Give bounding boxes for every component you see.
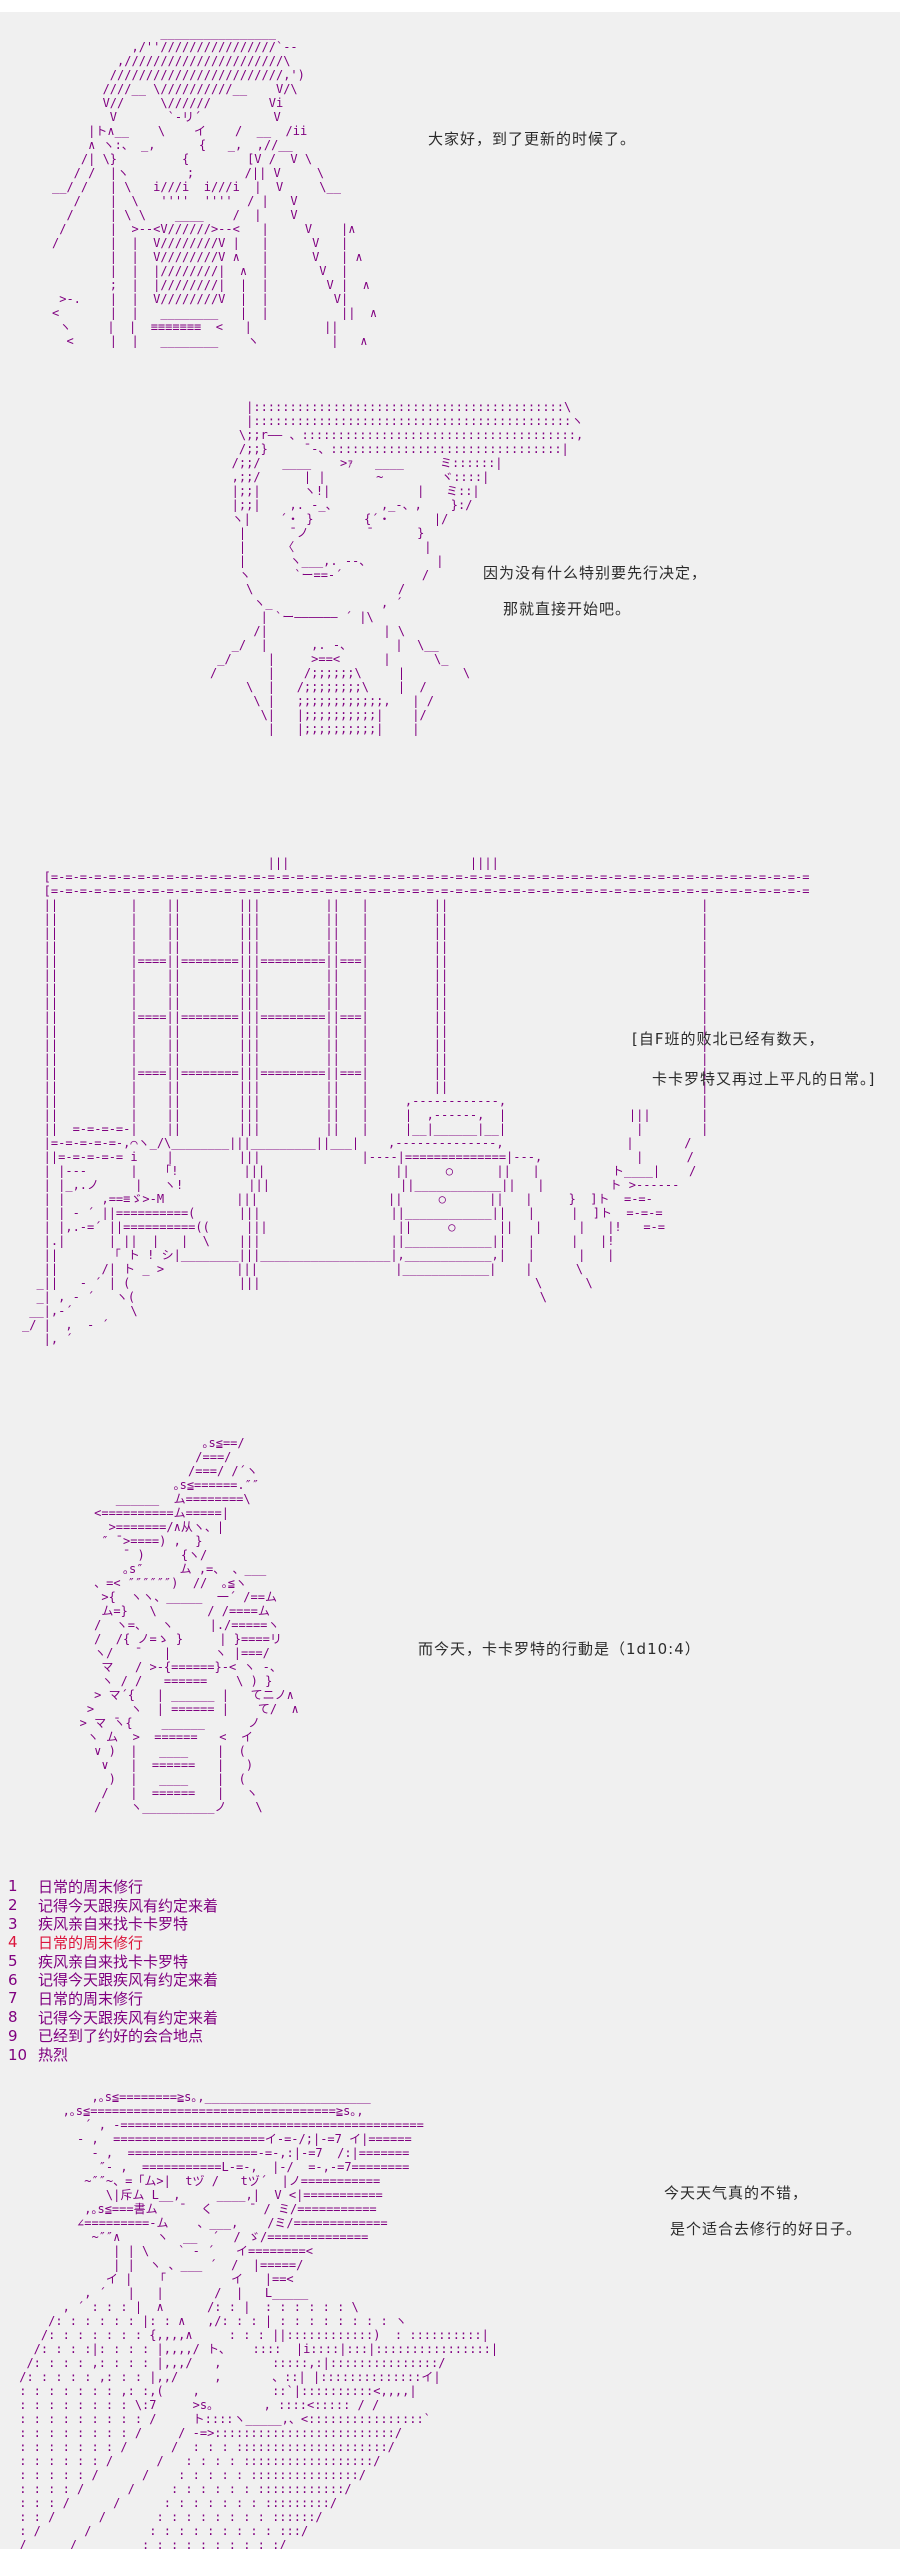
dice-option-number: 6 xyxy=(8,1970,18,1989)
narration-bracket-line2: 卡卡罗特又再过上平凡的日常。] xyxy=(652,1070,876,1088)
dice-option-number: 4 xyxy=(8,1933,18,1952)
dice-options-list: 1 日常的周末修行 2 记得今天跟疾风有约定来着 3 疾风亲自来找卡卡罗特 4 日常的周… xyxy=(8,1877,218,2064)
dice-option-row: 5 疾风亲自来找卡卡罗特 xyxy=(8,1952,218,1971)
dice-option-number: 3 xyxy=(8,1914,18,1933)
dice-option-number: 10 xyxy=(8,2045,28,2064)
dice-option-row: 3 疾风亲自来找卡卡罗特 xyxy=(8,1914,218,1934)
dice-option-number: 7 xyxy=(8,1989,18,2008)
dice-option-label: 日常的周末修行 xyxy=(38,1877,144,1896)
dice-option-row: 6 记得今天跟疾风有约定来着 xyxy=(8,1970,219,1990)
dialogue-decision-line2: 那就直接开始吧。 xyxy=(503,600,632,618)
ascii-art-kakarot-figure: ｡s≦==/ /===/ /===/ /´ヽ ｡s≦======.″″ ____… xyxy=(79,1436,299,1814)
narration-bracket-line1: [自F班的败北已经有数天， xyxy=(632,1030,825,1048)
dice-option-row-highlighted: 4 日常的周末修行 xyxy=(8,1933,218,1952)
dice-roll-prompt: 而今天，卡卡罗特的行動是（1d10:4） xyxy=(418,1640,701,1658)
ascii-art-room-scene: ||| |||| [=-=-=-=-=-=-=-=-=-=-=-=-=-=-=-… xyxy=(22,856,810,1346)
dialogue-greeting: 大家好，到了更新的时候了。 xyxy=(428,130,637,148)
dice-option-label: 记得今天跟疾风有约定来着 xyxy=(38,1896,219,1915)
dice-option-row: 1 日常的周末修行 xyxy=(8,1877,218,1896)
dice-option-row: 10 热烈 xyxy=(8,2045,218,2065)
page-top-margin xyxy=(0,0,900,12)
dice-option-label: 日常的周末修行 xyxy=(38,1989,144,2008)
page-bottom-margin xyxy=(0,2549,900,2554)
dice-option-row: 2 记得今天跟疾风有约定来着 xyxy=(8,1896,218,1915)
dice-option-label: 已经到了约好的会合地点 xyxy=(38,2027,204,2046)
dice-option-number: 2 xyxy=(8,1896,18,1915)
dice-option-label: 疾风亲自来找卡卡罗特 xyxy=(38,1952,189,1971)
dice-option-row: 7 日常的周末修行 xyxy=(8,1989,218,2008)
dice-option-number: 9 xyxy=(8,2026,18,2045)
ascii-art-narrator-figure: ________________ ,/''////////////////`--… xyxy=(52,26,378,348)
dialogue-weather-line1: 今天天气真的不错， xyxy=(664,2184,809,2202)
dice-option-row: 9 已经到了约好的会合地点 xyxy=(8,2027,218,2046)
dice-option-label: 疾风亲自来找卡卡罗特 xyxy=(38,1915,189,1934)
dice-option-label: 记得今天跟疾风有约定来着 xyxy=(38,1971,219,1990)
dialogue-decision-line1: 因为没有什么特别要先行决定， xyxy=(483,564,708,582)
ascii-art-suit-man-figure: |:::::::::::::::::::::::::::::::::::::::… xyxy=(210,400,584,736)
dice-option-row: 8 记得今天跟疾风有约定来着 xyxy=(8,2008,218,2027)
dice-option-number: 8 xyxy=(8,2008,18,2027)
dice-option-label: 记得今天跟疾风有约定来着 xyxy=(38,2008,219,2027)
dialogue-weather-line2: 是个适合去修行的好日子。 xyxy=(670,2220,863,2238)
dice-option-number: 1 xyxy=(8,1877,18,1896)
dice-option-label: 日常的周末修行 xyxy=(38,1933,144,1952)
dice-option-label: 热烈 xyxy=(38,2046,69,2065)
ascii-art-goku-figure: ,｡s≦========≧s｡,_______________________ … xyxy=(19,2090,499,2552)
dice-option-number: 5 xyxy=(8,1952,18,1971)
